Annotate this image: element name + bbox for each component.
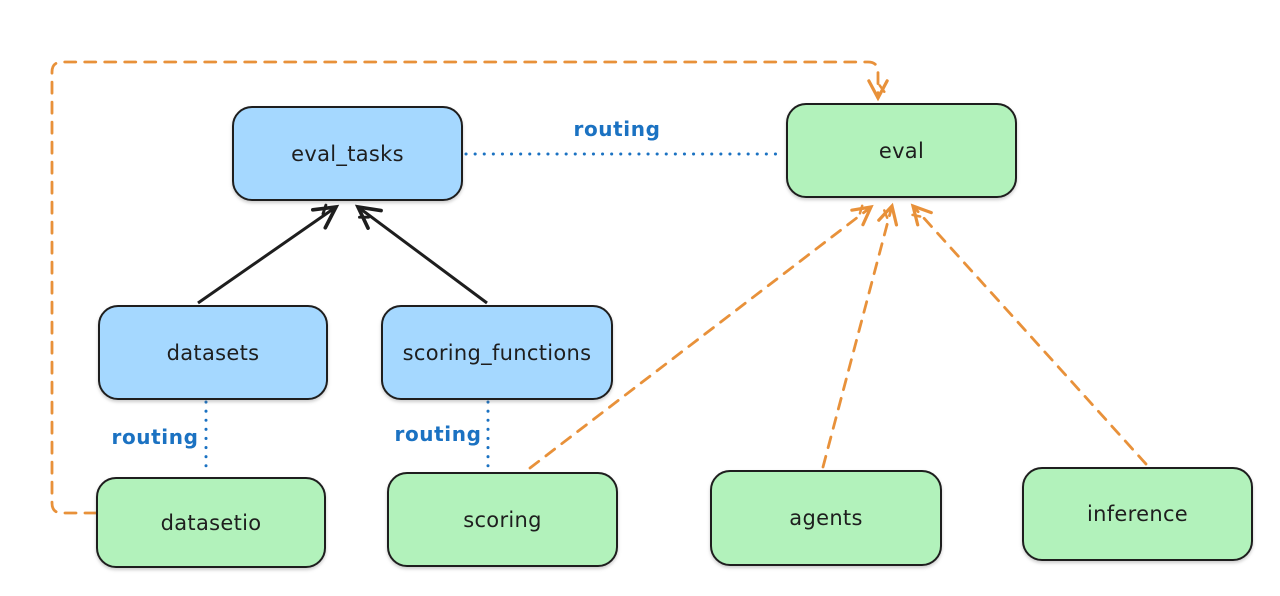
node-label-datasetio: datasetio: [160, 510, 262, 535]
node-scoring_functions: scoring_functions: [381, 305, 613, 400]
edge-label-datasets-to-datasetio-routing: routing: [111, 425, 199, 449]
node-eval_tasks: eval_tasks: [232, 106, 463, 201]
node-label-datasets: datasets: [166, 340, 260, 365]
node-datasetio: datasetio: [96, 477, 326, 568]
edge-datasets-to-eval_tasks: [197, 203, 340, 305]
node-scoring: scoring: [387, 472, 618, 567]
node-agents: agents: [710, 470, 942, 566]
node-label-eval: eval: [878, 138, 925, 163]
node-label-scoring: scoring: [463, 507, 542, 532]
edge-scoring-to-eval: [528, 204, 874, 470]
edge-agents-to-eval: [821, 202, 899, 469]
node-inference: inference: [1022, 467, 1253, 561]
edge-label-eval_tasks-to-eval-routing: routing: [573, 117, 661, 141]
node-label-scoring_functions: scoring_functions: [402, 340, 592, 365]
node-datasets: datasets: [98, 305, 328, 400]
edge-label-scoring_functions-to-scoring-routing: routing: [394, 422, 482, 446]
node-label-agents: agents: [789, 506, 863, 530]
edge-inference-to-eval: [910, 203, 1148, 466]
edge-datasetio-to-eval: [50, 60, 889, 515]
node-eval: eval: [786, 103, 1017, 198]
node-label-eval_tasks: eval_tasks: [291, 141, 404, 166]
edge-scoring_functions-to-eval_tasks: [354, 204, 488, 305]
node-label-inference: inference: [1086, 502, 1189, 526]
